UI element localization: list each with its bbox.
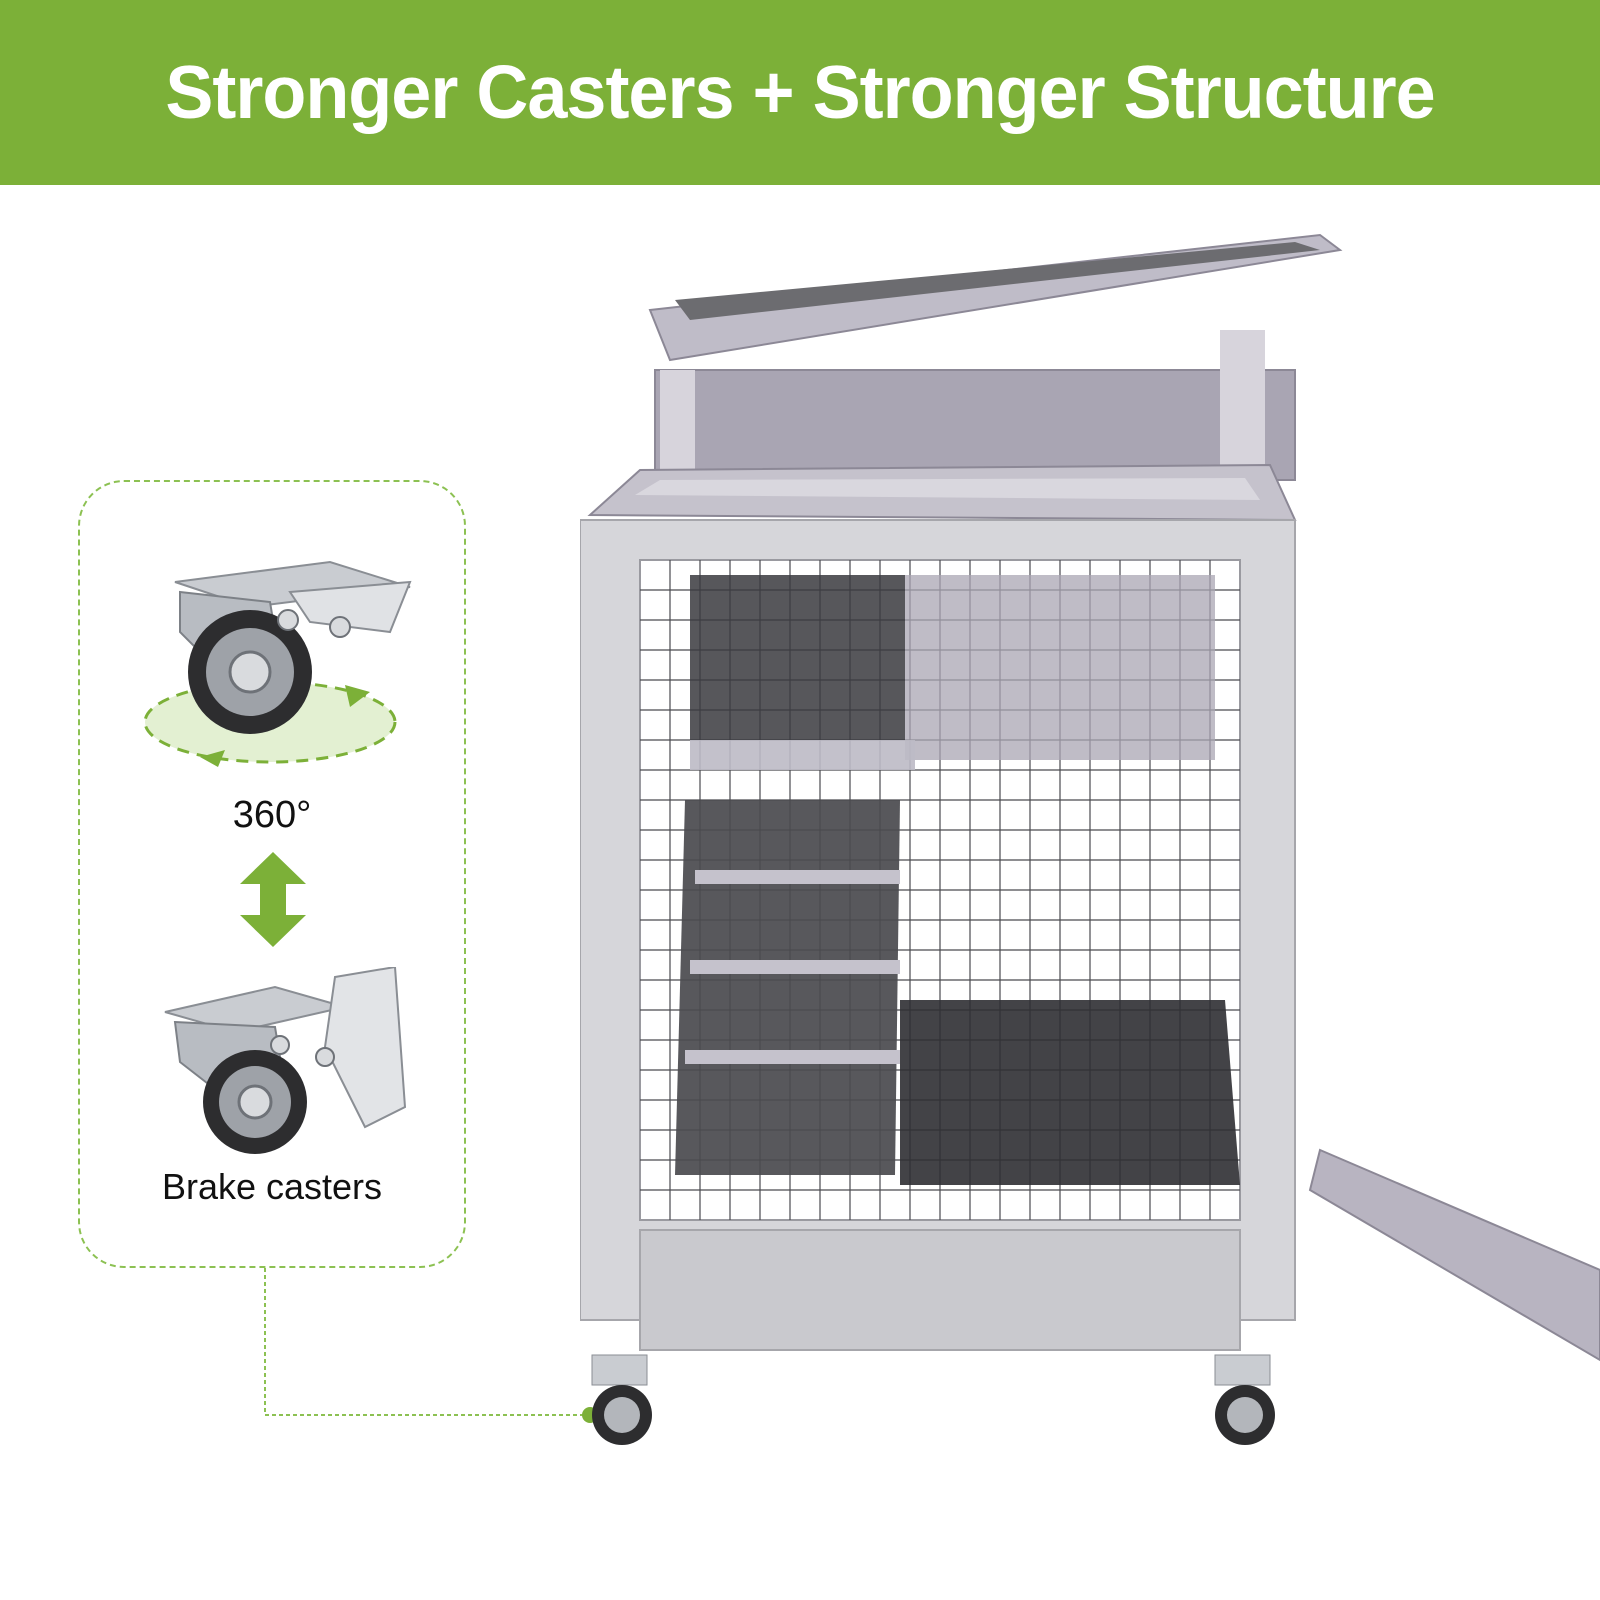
- caster-callout-panel: 360° Brake casters: [78, 480, 466, 1268]
- upper-house-wall: [654, 369, 1296, 481]
- front-right-caster: [1214, 1354, 1275, 1445]
- side-ramp: [1308, 1148, 1600, 1362]
- rabbit-hutch-on-wheels: [580, 233, 1600, 1445]
- swivel-caster-icon: [143, 560, 412, 767]
- header-banner: Stronger Casters + Stronger Structure: [0, 0, 1600, 185]
- pull-out-tray: [900, 1000, 1240, 1185]
- brake-caster-icon: [164, 967, 407, 1154]
- interior-ramp: [675, 800, 900, 1175]
- rotation-label: 360°: [232, 794, 312, 836]
- brake-casters-label: Brake casters: [161, 1166, 383, 1207]
- roof-felt: [675, 242, 1320, 320]
- base-panel: [639, 1229, 1241, 1351]
- front-left-caster: [591, 1354, 652, 1445]
- double-arrow-icon: [240, 852, 306, 947]
- banner-title: Stronger Casters + Stronger Structure: [165, 50, 1435, 135]
- upper-compartment-wall: [905, 575, 1215, 760]
- rotate-arrow-left-icon: [200, 750, 225, 767]
- upper-doorway: [690, 575, 905, 740]
- rotate-arrow-right-icon: [345, 685, 370, 707]
